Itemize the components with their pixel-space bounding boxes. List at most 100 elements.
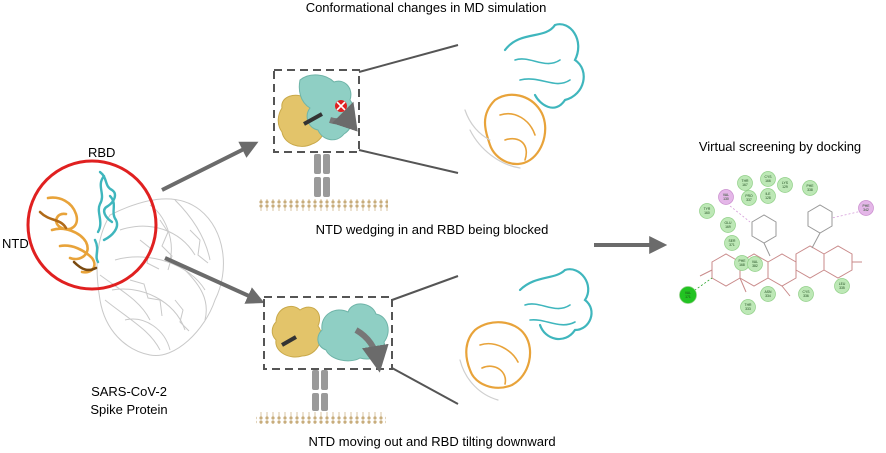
residue-label: THR [745,303,753,307]
ligand-phenyl [751,204,833,257]
residue-bubble [737,175,753,191]
residue-label: 342 [863,208,869,212]
residue-label: VAL [723,193,729,197]
bottom-zoom-box [263,296,393,370]
residue-bubble [777,177,793,193]
bottom-stalk [312,370,328,411]
arrow-to-top-scenario [161,141,259,192]
top-membrane [258,199,388,211]
spike-trimer-gray [96,198,224,356]
rbd-label: RBD [88,145,115,160]
residue-label: VAL [752,260,758,264]
bottom-ntd-blob [271,306,322,358]
residue-label: 371 [729,243,735,247]
residue-bubble [724,235,740,251]
residue-label: CYS [765,175,773,179]
residue-label: 167 [742,183,748,187]
residue-label: CYS [803,290,811,294]
residue-bubble [699,203,715,219]
bottom-rbd-arrow [354,327,389,373]
residue-bubble [858,200,874,216]
residue-label: PHE [807,184,815,188]
bottom-membrane [256,412,386,424]
residue-bubble [720,217,736,233]
residue-label: 338 [807,188,813,192]
residue-label: SER [729,239,737,243]
residue-bubble [760,188,776,204]
top-zoom-box [273,69,360,153]
residue-label: ASN [765,290,773,294]
title: Conformational changes in MD simulation [306,0,547,15]
residue-label: GLU [725,221,733,225]
residue-label: 333 [745,307,751,311]
residue-label: LEU [839,282,846,286]
residue-label: 382 [752,264,758,268]
residue-bubble [740,299,756,315]
residue-bubble [760,286,776,302]
residue-label: 337 [746,198,752,202]
bottom-scenario-caption: NTD moving out and RBD tilting downward [308,434,555,449]
residue-label: THR [742,179,750,183]
ntd-label: NTD [2,236,29,251]
residue-label: 171 [685,295,691,299]
residue-label: 336 [803,294,809,298]
bottom-ntd-arrow [281,335,297,347]
residue-label: 334 [765,294,771,298]
top-stalk [314,154,330,197]
top-ntd-arrow [303,112,323,126]
residue-bubble [834,278,850,294]
residue-label: TYR [704,207,711,211]
residue-bubble [760,171,776,187]
top-rbd-arrow [329,101,358,132]
residue-label: VAL [685,291,691,295]
rbd-ribbon [93,170,119,264]
spike-name-line1: SARS-CoV-2 [91,384,167,399]
spike-protein-structure: RBD NTD SARS-CoV-2 Spike Protein [2,145,224,417]
bottom-scenario-schematic: NTD moving out and RBD tilting downward [256,268,593,449]
top-md-structure [464,23,585,169]
residue-label: 166 [765,179,771,183]
residue-label: LYS [782,181,789,185]
residue-label: ILE [765,192,771,196]
spike-name-line2: Spike Protein [90,402,167,417]
residue-label: 130 [723,197,729,201]
residue-label: PHE [739,259,747,263]
residue-label: 160 [704,211,710,215]
residue-label: 335 [839,286,845,290]
residue-bubble [741,190,757,206]
ntd-ribbon [38,196,98,274]
residue-bubble [679,286,697,304]
docking-panel: Virtual screening by docking THR167CYS16… [679,139,874,315]
residue-label: 168 [739,263,745,267]
flow-arrows [161,141,668,304]
residue-label: 129 [782,185,788,189]
residue-label: PHE [863,204,871,208]
residue-label: 169 [725,225,731,229]
docking-title: Virtual screening by docking [699,139,861,154]
rbd-ntd-highlight-circle [26,159,158,291]
residue-bubble [798,286,814,302]
residue-bubble [802,180,818,196]
top-scenario-schematic: NTD wedging in and RBD being blocked [258,23,585,237]
top-scenario-caption: NTD wedging in and RBD being blocked [316,222,549,237]
arrow-to-bottom-scenario [164,256,265,304]
residue-bubble [718,189,734,205]
